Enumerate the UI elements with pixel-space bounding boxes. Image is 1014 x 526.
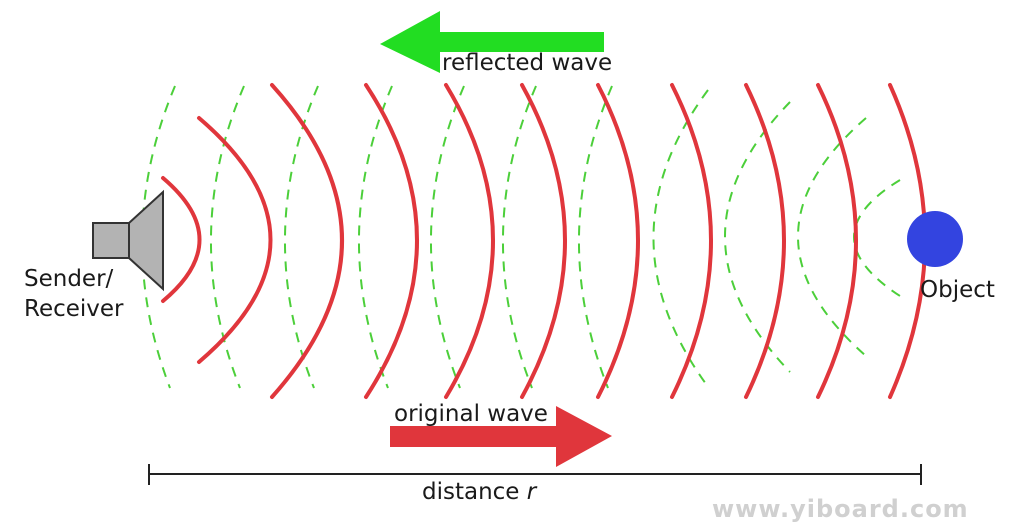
- original-wavefront: [520, 83, 567, 399]
- reflected-wavefront: [141, 85, 176, 389]
- reflected-wavefronts: [141, 85, 901, 389]
- speaker-cone: [128, 189, 164, 292]
- speaker-icon: [92, 189, 164, 292]
- reflected-wavefront: [578, 85, 613, 389]
- object-circle: [907, 211, 963, 267]
- reflected-wave-arrow: [380, 11, 604, 73]
- object-label: Object: [920, 277, 995, 303]
- reflected-wavefront: [724, 101, 791, 373]
- speaker-body: [92, 222, 130, 259]
- distance-label: distance r: [422, 479, 538, 505]
- original-wavefront: [364, 83, 419, 399]
- sender-label-line1: Sender/: [24, 266, 114, 292]
- reflected-wavefront: [797, 117, 867, 357]
- original-wavefront: [816, 83, 858, 399]
- distance-variable: r: [527, 479, 538, 505]
- original-wavefront: [444, 83, 495, 399]
- original-wavefront: [596, 83, 640, 399]
- reflected-wavefront: [358, 85, 393, 389]
- distance-dimension: [148, 464, 922, 485]
- original-wavefront: [197, 116, 273, 364]
- reflected-wavefront: [430, 85, 465, 389]
- reflected-wavefront: [502, 85, 537, 389]
- watermark: www.yiboard.com: [712, 495, 969, 523]
- reflected-wavefront: [210, 85, 245, 389]
- original-wave-label: original wave: [394, 401, 548, 427]
- original-wavefronts: [161, 83, 927, 399]
- original-wavefront: [744, 83, 786, 399]
- distance-label-text: distance: [422, 479, 527, 505]
- original-wavefront: [270, 83, 344, 399]
- reflected-wavefront: [853, 179, 901, 297]
- original-wavefront: [670, 83, 713, 399]
- original-wave-arrow: [390, 406, 612, 467]
- reflected-wave-label: reflected wave: [442, 50, 612, 76]
- sender-label-line2: Receiver: [24, 296, 124, 322]
- reflected-wavefront: [652, 89, 709, 385]
- original-wavefront: [161, 176, 202, 303]
